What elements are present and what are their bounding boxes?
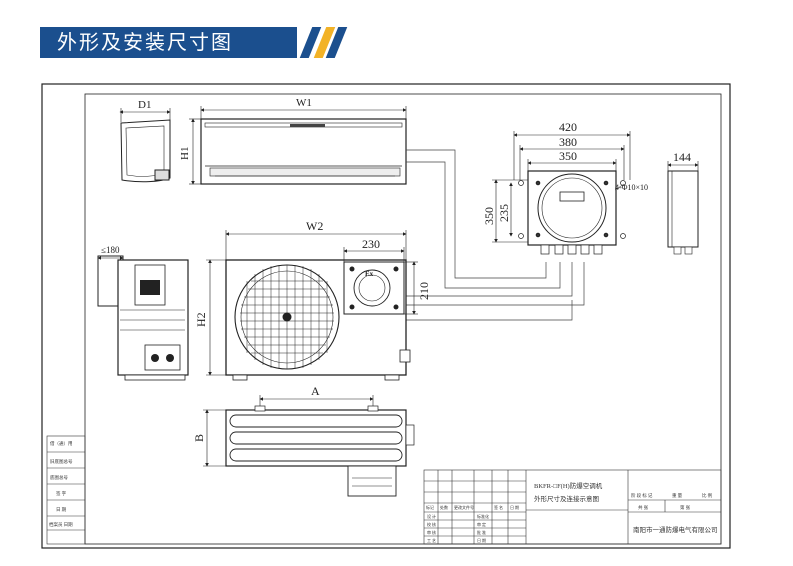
dim-label-380: 380 xyxy=(559,135,577,149)
dim-label-144: 144 xyxy=(673,150,691,164)
indoor-unit-side-view xyxy=(120,119,171,183)
title-model: BKFR-□F(H)防爆空调机 xyxy=(534,481,603,490)
indoor-unit-front-view xyxy=(200,118,407,185)
dim-label-holes: 4-Φ10×10 xyxy=(615,183,648,192)
dim-210 xyxy=(404,261,418,315)
sign-row: 审 定 xyxy=(477,521,486,527)
dim-label-w2: W2 xyxy=(306,219,323,233)
section-title: 外形及安装尺寸图 xyxy=(57,30,233,54)
header-bar xyxy=(40,27,297,58)
title-sheet-no: 第 张 xyxy=(680,504,691,511)
title-scale-label: 比 例 xyxy=(702,492,713,499)
title-weight-label: 重 量 xyxy=(672,492,683,499)
strip-label: 旧底图总号 xyxy=(50,458,73,465)
dim-label-210: 210 xyxy=(417,282,431,300)
dim-label-235: 235 xyxy=(497,204,511,222)
control-box-side xyxy=(667,170,699,255)
dim-h1 xyxy=(189,118,201,185)
holes-leader xyxy=(614,183,625,191)
dim-a xyxy=(259,395,374,406)
sign-row: 校 核 xyxy=(427,521,436,527)
sign-row: 日 期 xyxy=(477,537,486,543)
outdoor-unit-top-view xyxy=(225,405,415,497)
title-sheet-total: 共 张 xyxy=(638,504,649,511)
dim-w2 xyxy=(225,230,407,260)
dim-230 xyxy=(343,247,405,262)
dim-label-420: 420 xyxy=(559,120,577,134)
change-header: 日 期 xyxy=(510,504,519,510)
dim-label-b: B xyxy=(192,434,206,442)
strip-label: 底图总号 xyxy=(50,474,68,481)
drawing-frame-inner xyxy=(84,93,722,545)
strip-label: 签 字 xyxy=(56,490,67,496)
dim-label-180: ≤180 xyxy=(101,245,120,255)
sign-row: 工 艺 xyxy=(427,538,436,543)
dim-label-w1: W1 xyxy=(296,97,312,109)
sign-row: 标准化 xyxy=(477,513,489,519)
dim-label-230: 230 xyxy=(362,237,380,251)
left-registration-strip xyxy=(46,435,86,545)
change-header: 更改文件号 xyxy=(454,504,474,510)
sign-row: 批 准 xyxy=(477,529,486,535)
dim-144 xyxy=(667,161,699,171)
strip-label: 档案员 日期 xyxy=(49,521,73,528)
sign-row: 审 核 xyxy=(427,529,436,535)
outdoor-unit-front-view xyxy=(225,259,411,381)
dim-350-vertical xyxy=(492,179,528,243)
outdoor-unit-side-view xyxy=(97,255,189,381)
dim-b xyxy=(203,409,226,467)
dim-label-350: 350 xyxy=(559,149,577,163)
ex-mark: Ex xyxy=(365,270,374,278)
dim-label-d1: D1 xyxy=(138,99,151,111)
strip-label: 日 期 xyxy=(56,507,67,513)
change-header: 处数 xyxy=(440,504,448,510)
change-header: 标记 xyxy=(426,504,434,510)
dim-label-h2: H2 xyxy=(194,312,208,327)
title-company: 南阳市一通防爆电气有限公司 xyxy=(633,525,718,534)
title-drawing-name: 外形尺寸及连接示意图 xyxy=(534,494,599,503)
title-block xyxy=(423,469,722,545)
change-header: 签 名 xyxy=(494,504,503,510)
drawing-frame-outer xyxy=(41,83,731,549)
section-header: 外形及安装尺寸图 xyxy=(40,27,348,58)
dim-d1 xyxy=(119,108,171,122)
dim-h2 xyxy=(206,259,226,376)
connection-lines xyxy=(390,149,585,321)
title-stage-label: 阶 段 标 记 xyxy=(631,492,653,499)
dim-w1 xyxy=(200,106,407,119)
dim-420 xyxy=(513,131,631,180)
sign-row: 设 计 xyxy=(427,513,436,519)
dim-label-350v: 350 xyxy=(482,207,496,225)
control-box-front xyxy=(518,170,626,255)
dim-label-a: A xyxy=(311,384,320,398)
dim-label-h1: H1 xyxy=(179,147,191,160)
strip-label: 借（通）用 xyxy=(50,440,73,447)
